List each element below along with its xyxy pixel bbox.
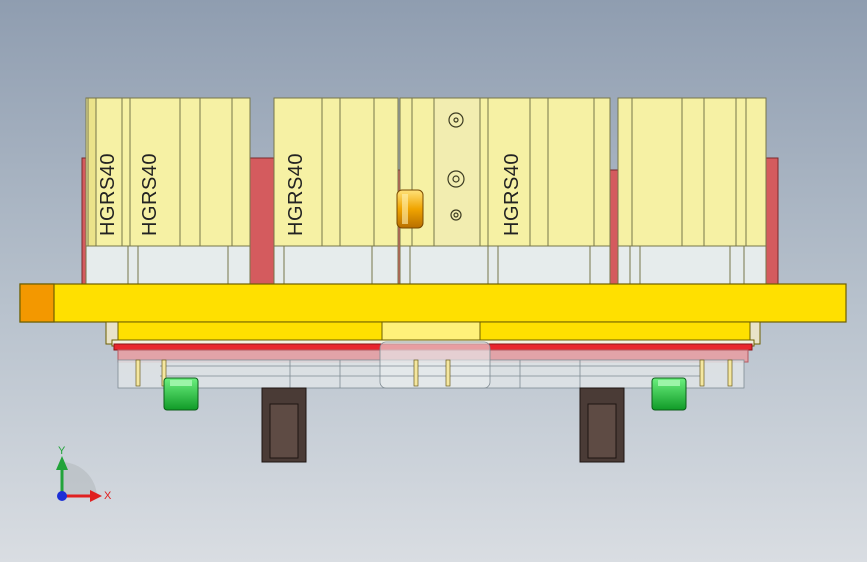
block-label-4: HGRS40	[501, 153, 523, 236]
axis-label-x: X	[104, 490, 112, 502]
glass-body	[117, 341, 745, 389]
port-holes	[447, 112, 465, 221]
coordinate-triad: Y X	[56, 445, 112, 502]
cylinder-block-3	[399, 97, 611, 285]
base-plate	[19, 283, 847, 323]
block-label-1: HGRS40	[97, 153, 119, 236]
block-label-2: HGRS40	[139, 153, 161, 236]
cylinder-block-4	[617, 97, 767, 285]
z-axis-dot	[57, 491, 67, 501]
axis-label-y: Y	[58, 445, 66, 457]
block-label-3: HGRS40	[285, 153, 307, 236]
block-labels: HGRS40 HGRS40 HGRS40 HGRS40	[97, 153, 523, 236]
green-parts	[163, 377, 687, 411]
dark-feet	[261, 387, 625, 463]
brass-fitting	[396, 189, 424, 229]
cylinder-block-1	[85, 97, 251, 285]
cylinder-block-2	[273, 97, 399, 285]
